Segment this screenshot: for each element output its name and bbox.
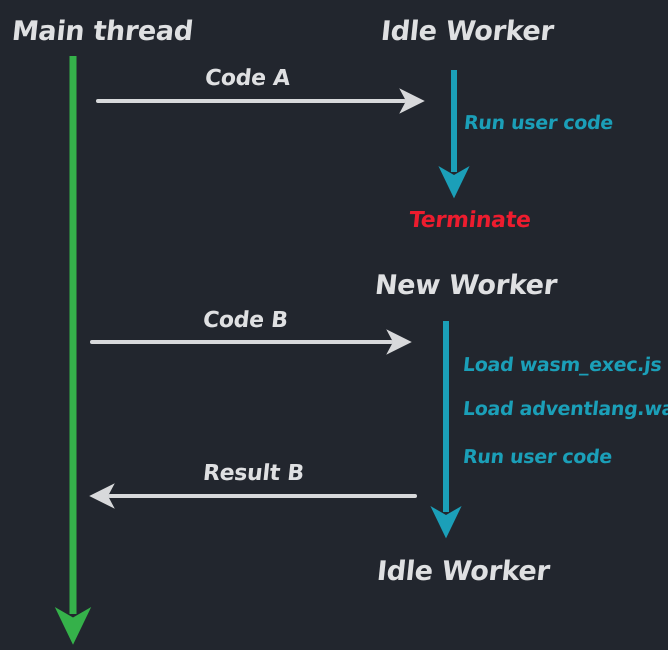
step-label-run-user-code-first: Run user code [462, 112, 615, 134]
step-label-run-user-code-second: Run user code [461, 446, 614, 468]
annotation-terminate: Terminate [407, 208, 532, 233]
lane-title-new-worker: New Worker [373, 270, 559, 301]
step-label-load-wasm-exec: Load wasm_exec.js [461, 354, 663, 376]
message-label-code-b: Code B [201, 308, 289, 333]
message-label-code-a: Code A [203, 66, 292, 91]
lane-title-idle-worker-bottom: Idle Worker [375, 556, 552, 587]
step-label-load-adventlang: Load adventlang.wasm [461, 398, 668, 420]
lane-title-main-thread: Main thread [10, 16, 195, 47]
message-label-result-b: Result B [201, 461, 306, 486]
lane-title-idle-worker-top: Idle Worker [379, 16, 556, 47]
